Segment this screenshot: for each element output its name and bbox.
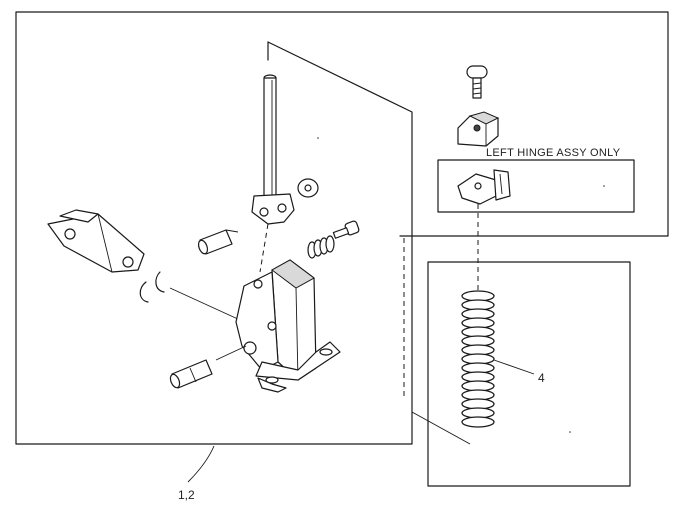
pin-leader-line [215,345,247,361]
clip-leader-line [169,287,241,321]
spring-box-frame [427,261,631,487]
short-pin-upper-icon [197,229,239,255]
callout-spring-number: 4 [538,371,545,385]
hinge-label-box [437,159,635,213]
washer-icon [297,178,319,198]
hinge-plate-icon [457,169,511,205]
scan-dot [569,431,571,433]
hinge-arm-icon [47,209,145,273]
retaining-clips-icon [139,271,165,303]
assembly-dash-line-left [259,223,269,273]
callout-main-leader [187,445,215,483]
clevis-bracket-icon [251,193,295,225]
main-assembly-frame [15,11,669,445]
short-pin-lower-icon [169,359,213,389]
scan-dot [603,185,605,187]
small-spring-icon [307,235,335,259]
hinge-body-icon [235,259,341,393]
compression-spring-icon [461,290,495,428]
scan-dot [317,137,319,139]
spring-coil [461,416,495,428]
vertical-rod-icon [263,74,277,197]
callout-main-number: 1,2 [178,488,195,502]
spring-connector-line [411,411,471,445]
callout-4-leader [493,359,535,375]
hinge-assy-label: LEFT HINGE ASSY ONLY [486,147,621,159]
hinge-bracket-icon [457,111,500,147]
top-screw-icon [466,65,488,99]
set-screw-icon [332,220,360,239]
